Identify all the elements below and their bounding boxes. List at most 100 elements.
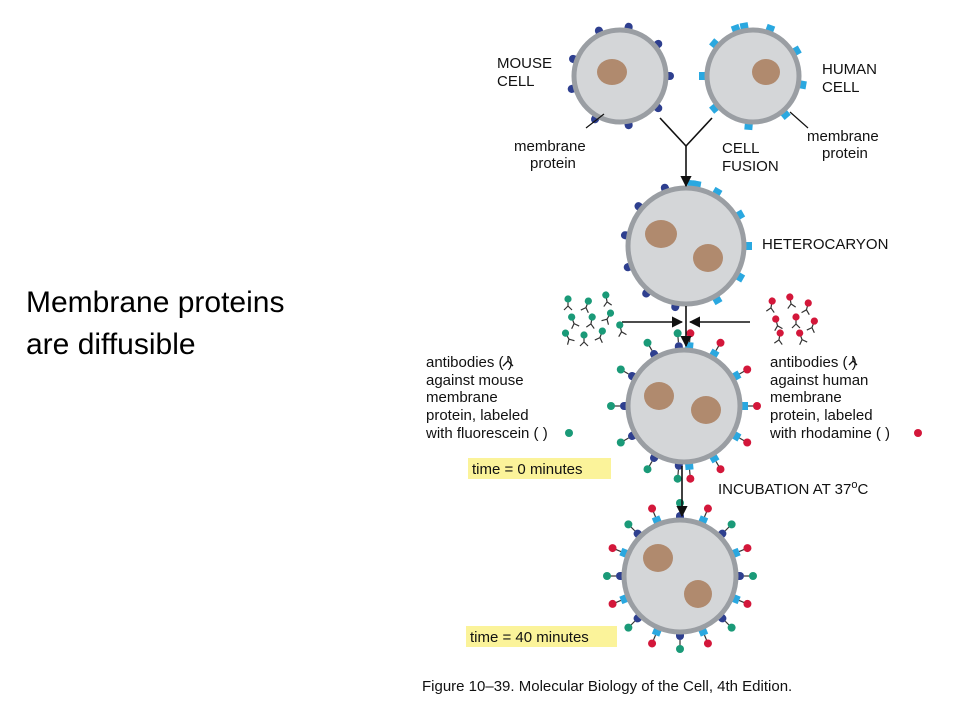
slide-title-line-2: are diffusible <box>26 328 196 361</box>
t40-label-6 <box>724 620 736 632</box>
t0-rhodamine-2 <box>748 402 761 410</box>
slide-title: Membrane proteins are diffusible <box>26 282 284 366</box>
t40-label-8 <box>676 640 684 653</box>
time-40-label: time = 40 minutes <box>470 629 589 646</box>
slide-title-line-1: Membrane proteins <box>26 286 285 319</box>
fusion-arrow <box>659 117 713 188</box>
cell-time-40-nucleus-2 <box>684 580 712 608</box>
human-cell-label-2: CELL <box>822 79 860 96</box>
free-rhodamine-antibody-2 <box>801 299 812 315</box>
fluorescein-dot-icon <box>565 429 573 437</box>
t0-rhodamine-5 <box>686 469 695 483</box>
t40-label-1 <box>703 504 712 518</box>
free-fluorescein-antibody-0 <box>563 295 573 311</box>
figure-caption: Figure 10–39. Molecular Biology of the C… <box>422 678 792 695</box>
heterocaryon-nucleus-1 <box>645 220 677 248</box>
t0-fluorescein-0 <box>643 461 653 474</box>
free-fluorescein-antibody-3 <box>568 313 580 330</box>
incubation-label: INCUBATION AT 37oC <box>718 479 869 498</box>
free-fluorescein-antibody-7 <box>579 331 589 347</box>
t40-label-3 <box>738 544 752 553</box>
t40-label-7 <box>703 634 712 648</box>
time-0-label: time = 0 minutes <box>472 461 582 478</box>
antibody-mouse-label: antibodies ( ) against mouse membrane pr… <box>425 354 573 442</box>
t0-fluorescein-6 <box>673 469 682 483</box>
t40-label-15 <box>648 504 657 518</box>
antibody-human-symbol <box>848 356 858 366</box>
incubation-text: INCUBATION AT 37 <box>718 481 851 498</box>
heterocaryon-nucleus-2 <box>693 244 723 272</box>
free-rhodamine-antibody-4 <box>791 313 801 329</box>
cell-time-0 <box>625 347 743 465</box>
mouse-protein-label-2: protein <box>530 155 576 172</box>
t40-label-2 <box>724 520 736 532</box>
free-fluorescein-antibody-1 <box>580 297 592 314</box>
t40-label-14 <box>624 520 636 532</box>
free-fluorescein-antibody-8 <box>594 327 606 344</box>
mouse-cell-label-2: CELL <box>497 73 535 90</box>
t0-fluorescein-2 <box>607 402 620 410</box>
antibody-mouse-line-2: against mouse <box>426 372 524 389</box>
antibody-human-line-4: protein, labeled <box>770 407 873 424</box>
t0-fluorescein-5 <box>673 329 682 343</box>
mouse-protein-pointer <box>585 113 605 129</box>
free-rhodamine-antibody-1 <box>786 293 797 309</box>
time-40-highlight <box>466 626 617 647</box>
t40-label-5 <box>738 599 752 608</box>
human-cell <box>704 27 802 125</box>
cell-time-40-nucleus-1 <box>643 544 673 572</box>
cell-time-0-nucleus-2 <box>691 396 721 424</box>
t0-rhodamine-4 <box>715 461 725 474</box>
free-fluorescein-antibody-2 <box>602 291 613 307</box>
human-protein-label-1: membrane <box>807 128 879 145</box>
antibody-mouse-symbol <box>502 356 514 367</box>
human-cell-label-1: HUMAN <box>822 61 877 78</box>
t40-label-10 <box>624 620 636 632</box>
free-rhodamine-antibody-3 <box>772 315 783 331</box>
t40-label-4 <box>744 572 757 580</box>
cell-time-0-body <box>625 347 743 465</box>
free-fluorescein-antibody-5 <box>601 309 615 325</box>
mouse-cell <box>571 27 669 125</box>
free-rhodamine-antibody-0 <box>765 297 776 313</box>
cell-time-0-nucleus-1 <box>644 382 674 410</box>
free-fluorescein-antibody-6 <box>561 329 575 345</box>
t0-rhodamine-0 <box>715 338 725 351</box>
t0-fluorescein-1 <box>616 437 629 447</box>
antibody-human-line-1: antibodies ( ) <box>770 354 857 371</box>
antibody-human-line-3: membrane <box>770 389 842 406</box>
t40-label-11 <box>608 599 622 608</box>
cell-time-40-body <box>621 517 739 635</box>
cell-time-40 <box>621 517 739 635</box>
t0-fluorescein-3 <box>616 365 629 375</box>
heterocaryon-cell <box>625 185 747 307</box>
heterocaryon-label: HETEROCARYON <box>762 236 888 253</box>
t0-rhodamine-1 <box>739 365 752 375</box>
antibody-human-line-5: with rhodamine ( ) <box>769 425 890 442</box>
time-0-highlight <box>468 458 611 479</box>
antibody-mouse-line-5: with fluorescein ( ) <box>425 425 548 442</box>
t40-label-13 <box>608 544 622 553</box>
mouse-protein-label-1: membrane <box>514 138 586 155</box>
t0-rhodamine-3 <box>739 437 752 447</box>
t0-rhodamine-6 <box>686 329 695 343</box>
antibody-mouse-line-1: antibodies ( ) <box>426 354 513 371</box>
rhodamine-dot-icon <box>914 429 922 437</box>
human-protein-label-2: protein <box>822 145 868 162</box>
incubation-unit: C <box>858 481 869 498</box>
free-rhodamine-antibody-5 <box>806 317 818 334</box>
t40-label-9 <box>648 634 657 648</box>
cell-fusion-label-2: FUSION <box>722 158 779 175</box>
free-antibodies <box>561 291 818 347</box>
free-rhodamine-antibody-6 <box>773 329 784 345</box>
incubation-degree: o <box>851 479 857 491</box>
t0-fluorescein-4 <box>643 338 653 351</box>
antibody-mouse-line-3: membrane <box>426 389 498 406</box>
free-fluorescein-antibody-4 <box>585 313 596 329</box>
antibody-human-label: antibodies ( ) against human membrane pr… <box>769 354 922 442</box>
antibody-mouse-line-4: protein, labeled <box>426 407 529 424</box>
human-cell-nucleus <box>752 59 780 85</box>
mouse-cell-nucleus <box>597 59 627 85</box>
free-fluorescein-antibody-9 <box>616 321 627 337</box>
